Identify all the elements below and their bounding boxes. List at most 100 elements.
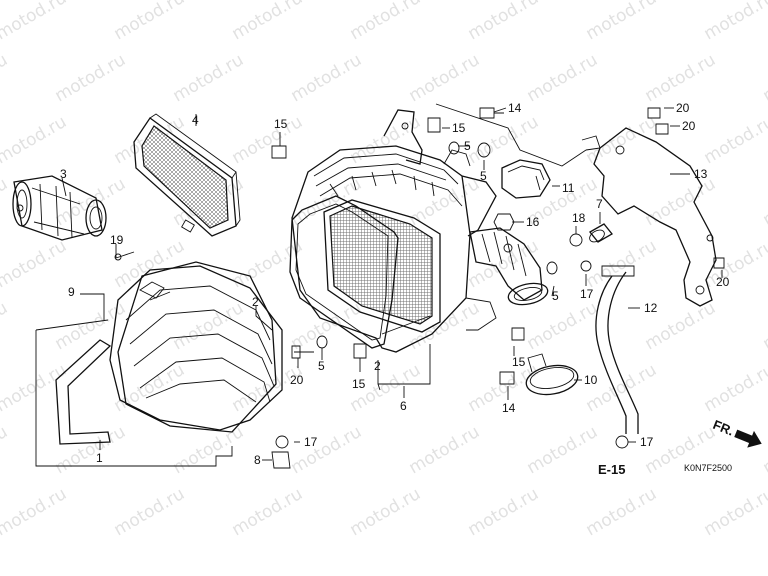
watermark-text: motod.ru: [347, 0, 425, 44]
watermark-text: motod.ru: [0, 112, 70, 168]
callout-15-c: 15: [352, 377, 366, 391]
watermark-text: motod.ru: [760, 50, 768, 106]
air-cleaner-housing[interactable]: [289, 109, 497, 353]
watermark-text: motod.ru: [229, 0, 307, 44]
lower-case[interactable]: [55, 261, 283, 445]
watermark-text: motod.ru: [0, 484, 70, 540]
callout-9: 9: [68, 285, 75, 299]
callout-5-b: 5: [464, 139, 471, 153]
watermark-text: motod.ru: [583, 236, 661, 292]
watermark-text: motod.ru: [760, 298, 768, 354]
watermark-text: motod.ru: [760, 174, 768, 230]
callout-14-top: 14: [508, 101, 522, 115]
watermark-text: motod.ru: [583, 484, 661, 540]
callout-12: 12: [644, 301, 658, 315]
callout-17-c: 17: [640, 435, 654, 449]
watermark-text: motod.ru: [583, 0, 661, 44]
watermark-text: motod.ru: [229, 484, 307, 540]
watermark-text: motod.ru: [111, 484, 189, 540]
callout-19: 19: [110, 233, 124, 247]
watermark-text: motod.ru: [701, 484, 768, 540]
watermark-text: motod.ru: [524, 298, 602, 354]
watermark-text: motod.ru: [288, 422, 366, 478]
watermark-text: motod.ru: [465, 0, 543, 44]
watermark-text: motod.ru: [406, 174, 484, 230]
watermark-text: motod.ru: [170, 50, 248, 106]
watermark-text: motod.ru: [760, 422, 768, 478]
callout-18: 18: [572, 211, 586, 225]
callout-16: 16: [526, 215, 540, 229]
callout-20-d: 20: [716, 275, 730, 289]
callout-8: 8: [254, 453, 261, 467]
part-13-stay[interactable]: [581, 127, 717, 307]
callout-1: 1: [96, 451, 103, 465]
callout-2-left: 2: [252, 295, 259, 309]
watermark-text: motod.ru: [170, 422, 248, 478]
watermark-text: motod.ru: [406, 422, 484, 478]
callout-17-a: 17: [304, 435, 318, 449]
watermark-text: motod.ru: [0, 0, 70, 44]
callout-3: 3: [60, 167, 67, 181]
watermark-text: motod.ru: [642, 174, 720, 230]
part-4-air-filter[interactable]: [133, 113, 241, 237]
part-10-clamp[interactable]: [524, 353, 580, 398]
watermark-text: motod.ru: [0, 236, 70, 292]
callout-15-a: 15: [274, 117, 288, 131]
callout-5-c: 5: [480, 169, 487, 183]
watermark-text: motod.ru: [701, 112, 768, 168]
callout-10: 10: [584, 373, 598, 387]
callout-14-bottom: 14: [502, 401, 516, 415]
leader-lines: [35, 103, 723, 467]
watermark-text: motod.ru: [111, 0, 189, 44]
callout-20-a: 20: [290, 373, 304, 387]
watermark-text: motod.ru: [524, 422, 602, 478]
callout-labels: 1 2 2 3 4 5 5 5 5 6 7 8 9 10 11 12 13 14…: [60, 101, 732, 477]
callout-15-b: 15: [452, 121, 466, 135]
part-3-intake-duct[interactable]: [12, 175, 107, 241]
watermark-text: motod.ru: [0, 298, 11, 354]
watermark-text: motod.ru: [170, 298, 248, 354]
part-12-tube[interactable]: [595, 265, 639, 434]
callout-20-c: 20: [682, 119, 696, 133]
callout-5-d: 5: [552, 289, 559, 303]
watermark-text: motod.ru: [701, 360, 768, 416]
watermark-text: motod.ru: [288, 50, 366, 106]
callout-20-b: 20: [676, 101, 690, 115]
watermark-text: motod.ru: [406, 50, 484, 106]
watermark-text: motod.ru: [524, 50, 602, 106]
callout-17-b: 17: [580, 287, 594, 301]
part-11-cap[interactable]: [501, 159, 551, 199]
watermark-text: motod.ru: [583, 112, 661, 168]
watermark-text: motod.ru: [0, 174, 11, 230]
watermark-text: motod.ru: [52, 50, 130, 106]
watermark-text: motod.ru: [701, 0, 768, 44]
connecting-tube[interactable]: [469, 227, 550, 308]
callout-11: 11: [562, 181, 575, 195]
watermark-text: motod.ru: [111, 360, 189, 416]
callout-2-center: 2: [374, 359, 381, 373]
callout-13: 13: [694, 167, 708, 181]
watermark-text: motod.ru: [52, 422, 130, 478]
drawing-code: K0N7F2500: [684, 463, 732, 473]
callout-5-a: 5: [318, 359, 325, 373]
section-reference: E-15: [598, 462, 625, 477]
watermark-text: motod.ru: [347, 484, 425, 540]
watermark-text: motod.ru: [583, 360, 661, 416]
watermark-text: motod.ru: [701, 236, 768, 292]
callout-4: 4: [192, 113, 199, 127]
callout-7: 7: [596, 197, 603, 211]
front-label: FR.: [711, 417, 736, 439]
watermark-text: motod.ru: [0, 360, 70, 416]
watermark-text: motod.ru: [0, 50, 11, 106]
front-direction-arrow: FR.: [711, 417, 762, 448]
callout-6: 6: [400, 399, 407, 413]
part-7-pipe[interactable]: [588, 223, 613, 244]
watermark-text: motod.ru: [642, 50, 720, 106]
callout-15-d: 15: [512, 355, 526, 369]
watermark-text: motod.ru: [229, 112, 307, 168]
watermark-text: motod.ru: [0, 422, 11, 478]
fasteners: [114, 107, 725, 469]
watermark-text: motod.ru: [465, 112, 543, 168]
watermark-text: motod.ru: [465, 484, 543, 540]
